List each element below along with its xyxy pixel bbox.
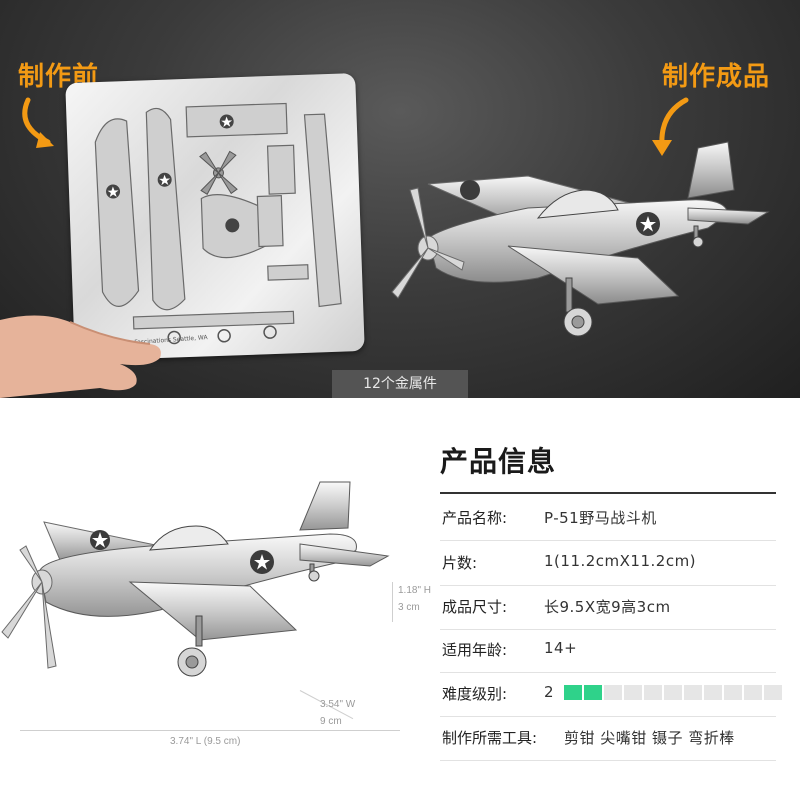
hero-banner: 制作前 制作成品 bbox=[0, 0, 800, 398]
width-inches: 3.54" W bbox=[320, 699, 356, 710]
difficulty-segment bbox=[584, 685, 602, 700]
info-key: 片数: bbox=[442, 554, 478, 572]
info-value: 1(11.2cmX11.2cm) bbox=[544, 552, 697, 570]
info-key: 产品名称: bbox=[442, 509, 508, 527]
metal-sheet-image: Fascinations Seattle, WA bbox=[65, 73, 365, 361]
dimension-line bbox=[20, 730, 400, 731]
info-key: 适用年龄: bbox=[442, 641, 508, 659]
info-row-name: 产品名称: P-51野马战斗机 bbox=[440, 494, 776, 541]
difficulty-segment bbox=[664, 685, 682, 700]
difficulty-segment bbox=[684, 685, 702, 700]
title-divider bbox=[440, 492, 776, 494]
info-row-difficulty: 难度级别: 2 bbox=[440, 670, 782, 717]
info-row-tools: 制作所需工具: 剪钳 尖嘴钳 镊子 弯折棒 bbox=[440, 714, 776, 761]
height-inches: 1.18" H bbox=[398, 585, 432, 596]
width-cm: 9 cm bbox=[320, 716, 342, 727]
length-dimension: 3.74" L (9.5 cm) bbox=[170, 736, 241, 747]
difficulty-segment bbox=[624, 685, 642, 700]
info-value: 剪钳 尖嘴钳 镊子 弯折棒 bbox=[564, 729, 735, 747]
dimension-line bbox=[392, 582, 393, 622]
parts-count-caption: 12个金属件 bbox=[332, 370, 468, 398]
info-row-age: 适用年龄: 14+ bbox=[440, 626, 776, 673]
finished-plane-image bbox=[391, 141, 770, 337]
plane-dimension-image bbox=[1, 481, 390, 677]
info-value: P-51野马战斗机 bbox=[544, 509, 657, 527]
hand-image bbox=[0, 315, 161, 398]
info-key: 制作所需工具: bbox=[442, 729, 538, 747]
info-key: 成品尺寸: bbox=[442, 598, 508, 616]
info-value: 14+ bbox=[544, 639, 578, 657]
difficulty-meter bbox=[564, 685, 782, 700]
info-value: 2 bbox=[544, 683, 555, 701]
product-info-title: 产品信息 bbox=[440, 445, 557, 478]
difficulty-segment bbox=[564, 685, 582, 700]
difficulty-segment bbox=[744, 685, 762, 700]
difficulty-segment bbox=[704, 685, 722, 700]
after-label: 制作成品 bbox=[662, 62, 771, 92]
difficulty-segment bbox=[724, 685, 742, 700]
info-row-size: 成品尺寸: 长9.5X宽9高3cm bbox=[440, 583, 776, 630]
info-key: 难度级别: bbox=[442, 685, 508, 703]
difficulty-segment bbox=[604, 685, 622, 700]
info-row-pieces: 片数: 1(11.2cmX11.2cm) bbox=[440, 539, 776, 586]
difficulty-segment bbox=[764, 685, 782, 700]
curved-arrow-icon bbox=[652, 97, 689, 156]
height-cm: 3 cm bbox=[398, 602, 420, 613]
difficulty-segment bbox=[644, 685, 662, 700]
curved-arrow-icon bbox=[22, 97, 54, 148]
info-value: 长9.5X宽9高3cm bbox=[544, 598, 671, 616]
